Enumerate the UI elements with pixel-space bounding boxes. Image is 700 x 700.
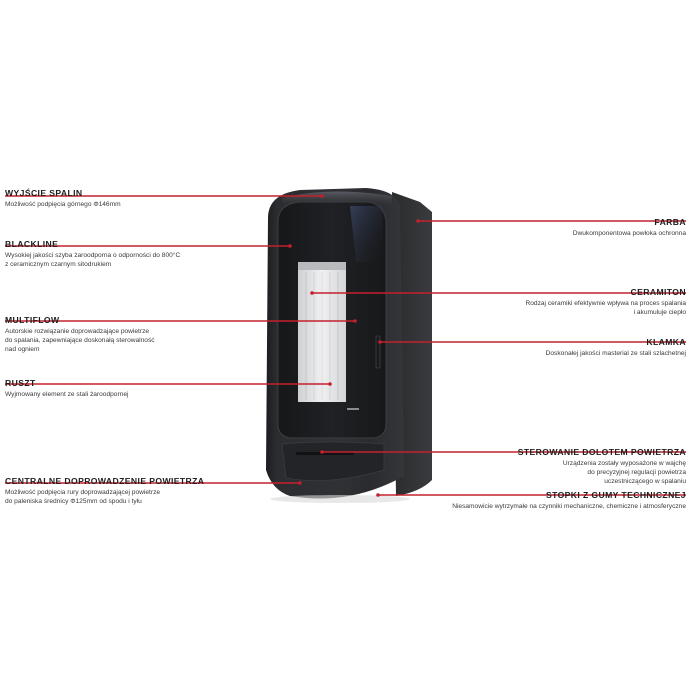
callout-title: BLACKLINE bbox=[5, 239, 59, 249]
callout-multiflow: MULTIFLOW Autorskie rozwiązanie doprowad… bbox=[5, 315, 195, 355]
leader-farba-dot bbox=[416, 219, 420, 223]
callout-klamka: KLAMKA Doskonałej jakości masterial ze s… bbox=[466, 337, 686, 358]
floor-shadow bbox=[270, 495, 410, 503]
callout-description: Wysokiej jakości szyba żaroodporna o odp… bbox=[5, 252, 181, 269]
glass-reflection bbox=[350, 206, 384, 262]
leader-stopki-dot bbox=[376, 493, 380, 497]
leader-sterowanie-dot bbox=[320, 450, 324, 454]
callout-ruszt: RUSZT Wyjmowany element ze stali żaroodp… bbox=[5, 378, 175, 399]
callout-title: KLAMKA bbox=[646, 337, 686, 347]
grate-detail bbox=[347, 408, 359, 410]
callout-title: WYJŚCIE SPALIN bbox=[5, 188, 83, 198]
callout-ceramiton: CERAMITON Rodzaj ceramiki efektywnie wpł… bbox=[466, 287, 686, 317]
leader-klamka-dot bbox=[378, 340, 382, 344]
callout-description: Rodzaj ceramiki efektywnie wpływa na pro… bbox=[525, 300, 686, 317]
leader-lines bbox=[5, 194, 686, 497]
callout-description: Możliwość podpięcia rury doprowadzającej… bbox=[5, 489, 161, 506]
callout-sterowanie: STEROWANIE DOLOTEM POWIETRZA Urządzenia … bbox=[476, 447, 686, 487]
callout-description: Doskonałej jakości masterial ze stali sz… bbox=[545, 350, 686, 357]
ceramic-chamber bbox=[298, 262, 346, 402]
callout-description: Autorskie rozwiązanie doprowadzające pow… bbox=[5, 328, 155, 354]
callout-wyjscie-spalin: WYJŚCIE SPALIN Możliwość podpięcia górne… bbox=[5, 188, 175, 209]
leader-blackline-dot bbox=[288, 244, 292, 248]
callout-title: STEROWANIE DOLOTEM POWIETRZA bbox=[517, 447, 686, 457]
callout-title: CENTRALNE DOPROWADZENIE POWIETRZA bbox=[5, 476, 205, 486]
callout-title: RUSZT bbox=[5, 378, 36, 388]
callout-title: MULTIFLOW bbox=[5, 315, 60, 325]
callout-blackline: BLACKLINE Wysokiej jakości szyba żaroodp… bbox=[5, 239, 220, 269]
door-handle bbox=[375, 335, 381, 369]
callout-centralne-doprowadzenie: CENTRALNE DOPROWADZENIE POWIETRZA Możliw… bbox=[5, 476, 215, 506]
callout-title: CERAMITON bbox=[630, 287, 686, 297]
callout-description: Możliwość podpięcia górnego Φ146mm bbox=[5, 201, 121, 208]
callout-description: Niesamowicie wytrzymałe na czynniki mech… bbox=[452, 503, 686, 510]
leader-ruszt-dot bbox=[328, 382, 332, 386]
callout-title: FARBA bbox=[654, 217, 686, 227]
callout-farba: FARBA Dwukomponentowa powłoka ochronna bbox=[486, 217, 686, 238]
leader-multiflow-dot bbox=[353, 319, 357, 323]
leader-ceramiton-dot bbox=[310, 291, 314, 295]
callout-description: Dwukomponentowa powłoka ochronna bbox=[572, 230, 686, 237]
leader-wyjscie-spalin-dot bbox=[320, 194, 324, 198]
callout-description: Wyjmowany element ze stali żaroodpornej bbox=[5, 391, 129, 398]
callout-description: Urządzenia zostały wyposażone w wajchę d… bbox=[562, 460, 686, 486]
leader-centralne-dot bbox=[298, 481, 302, 485]
callout-stopki: STOPKI Z GUMY TECHNICZNEJ Niesamowicie w… bbox=[426, 490, 686, 511]
callout-title: STOPKI Z GUMY TECHNICZNEJ bbox=[545, 490, 686, 500]
air-control-slot bbox=[296, 452, 354, 455]
